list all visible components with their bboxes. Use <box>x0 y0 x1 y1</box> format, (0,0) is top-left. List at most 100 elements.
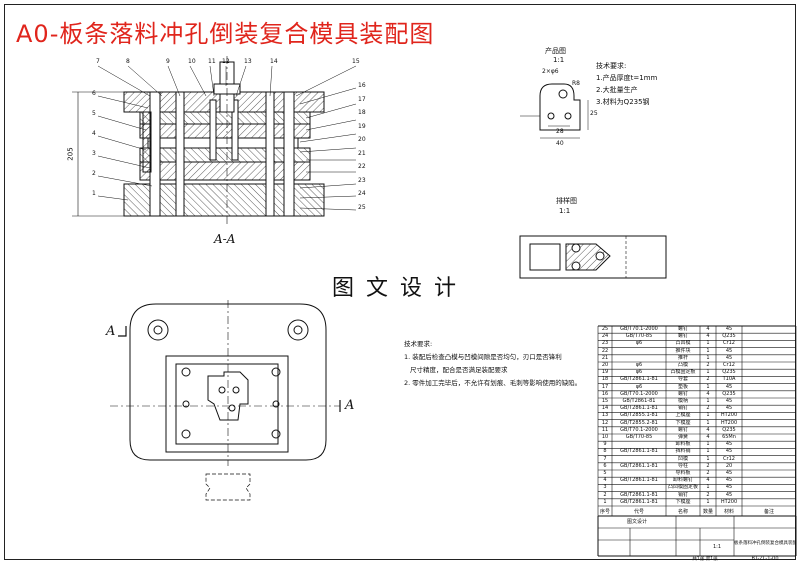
tech-req-top-item: 1.产品厚度t=1mm <box>596 74 658 82</box>
section-marker-left: A <box>106 324 116 339</box>
bom-cell-name: 凹模 <box>677 455 688 462</box>
bom-cell-qty: 4 <box>706 477 710 484</box>
callout-number: 24 <box>358 190 366 197</box>
bom-header-name: 名称 <box>677 509 688 515</box>
bom-cell-name: 导柱 <box>677 462 688 469</box>
bom-cell-std: φ6 <box>635 340 643 347</box>
bom-cell-mat: Q235 <box>722 369 736 376</box>
bom-cell-qty: 4 <box>706 390 710 397</box>
bom-cell-name: 凸模 <box>677 362 688 368</box>
bom-cell-mat: Cr12 <box>723 455 735 462</box>
bom-cell-qty: 2 <box>706 405 710 412</box>
callout-number: 14 <box>270 58 278 65</box>
bom-header-std: 代号 <box>633 509 644 515</box>
bom-cell-name: 凸凹模固定板 <box>667 484 698 491</box>
callout-number: 23 <box>358 176 366 184</box>
callout-number: 12 <box>222 58 230 65</box>
bom-cell-no: 9 <box>603 441 607 448</box>
product-hole-1 <box>558 89 568 99</box>
bom-cell-name: 卸料板 <box>675 441 691 448</box>
bom-cell-std <box>612 484 666 491</box>
bom-cell-std: GB/T70.1-2000 <box>620 326 658 332</box>
die-base-outline <box>129 303 327 461</box>
product-dim-radius: R8 <box>572 80 580 87</box>
bom-cell-no: 11 <box>601 426 609 433</box>
bom-cell-std: GB/T2861.1-81 <box>620 448 658 455</box>
bom-cell-name: 下模座 <box>675 498 691 505</box>
bom-cell-name: 上模座 <box>675 412 691 419</box>
bom-cell-std <box>612 456 666 463</box>
bom-cell-name: 凸模固定板 <box>670 369 696 376</box>
bom-cell-name: 导套 <box>677 376 688 383</box>
strip-view-title: 排样图 <box>556 197 577 205</box>
bom-cell-no: 17 <box>601 383 609 390</box>
bom-cell-no: 13 <box>601 412 609 419</box>
punch-1 <box>209 99 217 161</box>
tech-req-bottom-item: 2. 零件加工完毕后，不允许有划痕、毛刺等影响使用的缺陷。 <box>404 379 582 387</box>
bom-cell-qty: 1 <box>706 383 710 390</box>
bom-cell-qty: 1 <box>706 354 710 361</box>
callout-number: 21 <box>358 149 366 157</box>
bom-cell-name: 导料板 <box>675 470 691 476</box>
bom-cell-name: 螺钉 <box>677 333 688 340</box>
bom-cell-no: 20 <box>601 362 609 368</box>
product-dim-holes: 2×φ6 <box>542 68 559 75</box>
callout-number: 11 <box>208 58 216 65</box>
callout-number: 3 <box>92 150 96 157</box>
bom-cell-std <box>612 348 666 355</box>
bom-cell-name: 螺钉 <box>677 390 688 397</box>
bom-cell-qty: 1 <box>706 484 710 491</box>
bom-cell-name: 弹簧 <box>677 434 688 440</box>
bom-cell-name: 凸凹模 <box>675 340 691 347</box>
bom-cell-no: 1 <box>603 498 607 505</box>
bom-cell-name: 模柄 <box>677 398 688 404</box>
bom-cell-std <box>612 470 666 477</box>
bom-cell-mat: 65Mn <box>722 434 736 440</box>
bom-cell-no: 23 <box>601 340 609 347</box>
bom-cell-std: φ6 <box>635 362 643 368</box>
product-view-title: 产品图 <box>545 47 566 55</box>
bom-cell-mat: HT200 <box>720 419 738 426</box>
callout-number: 1 <box>92 190 96 197</box>
bom-header-no: 序号 <box>599 509 610 515</box>
bom-cell-mat: Q235 <box>722 426 736 433</box>
bom-cell-std: GB/T2861.1-81 <box>620 405 658 412</box>
punch-2 <box>231 99 239 161</box>
product-dim-40: 40 <box>556 140 564 147</box>
callout-number: 25 <box>358 203 366 211</box>
bom-cell-std: GB/T2861.1-81 <box>620 376 658 383</box>
section-label: A-A <box>214 232 236 246</box>
bom-cell-qty: 2 <box>706 376 710 383</box>
section-view-aa <box>72 56 357 226</box>
bom-cell-std: GB/T70.1-2000 <box>620 390 658 397</box>
section-marker-right: A <box>345 398 355 413</box>
title-block-scale: 1:1 <box>712 544 722 550</box>
strip-blank-cutout <box>529 243 561 271</box>
callout-number: 7 <box>96 58 100 65</box>
bom-cell-no: 6 <box>603 462 607 469</box>
guide-post-right <box>283 91 295 217</box>
bom-cell-std: φ6 <box>635 369 643 376</box>
bom-cell-name: 销钉 <box>677 491 688 498</box>
bom-cell-mat: 45 <box>725 470 733 476</box>
bom-cell-qty: 4 <box>706 333 710 340</box>
bom-cell-no: 10 <box>601 434 609 440</box>
bom-cell-std: φ6 <box>635 383 643 390</box>
bom-cell-no: 25 <box>601 326 609 332</box>
bom-cell-name: 推件块 <box>675 347 691 354</box>
plan-screws <box>181 367 281 439</box>
bom-cell-name: 螺钉 <box>677 326 688 332</box>
bom-cell-qty: 2 <box>706 470 710 476</box>
bom-cell-name: 销钉 <box>677 405 688 412</box>
callout-number: 10 <box>188 58 196 65</box>
title-block-sheet: 共1张 第1张 <box>692 557 718 562</box>
bom-cell-no: 16 <box>601 390 609 397</box>
tech-req-top: 技术要求: 1.产品厚度t=1mm 2.大批量生产 3.材料为Q235钢 <box>596 60 657 108</box>
callout-number: 5 <box>92 110 96 117</box>
tech-req-bottom-item: 1. 装配后检查凸模与凹模间隙是否均匀，刃口是否锋利 <box>404 353 562 361</box>
bom-cell-mat: 20 <box>725 462 733 469</box>
callout-number: 2 <box>92 170 96 177</box>
bom-cell-qty: 1 <box>706 419 710 426</box>
bom-cell-std: GB/T2861.1-81 <box>620 462 658 469</box>
bom-cell-no: 12 <box>601 419 609 426</box>
